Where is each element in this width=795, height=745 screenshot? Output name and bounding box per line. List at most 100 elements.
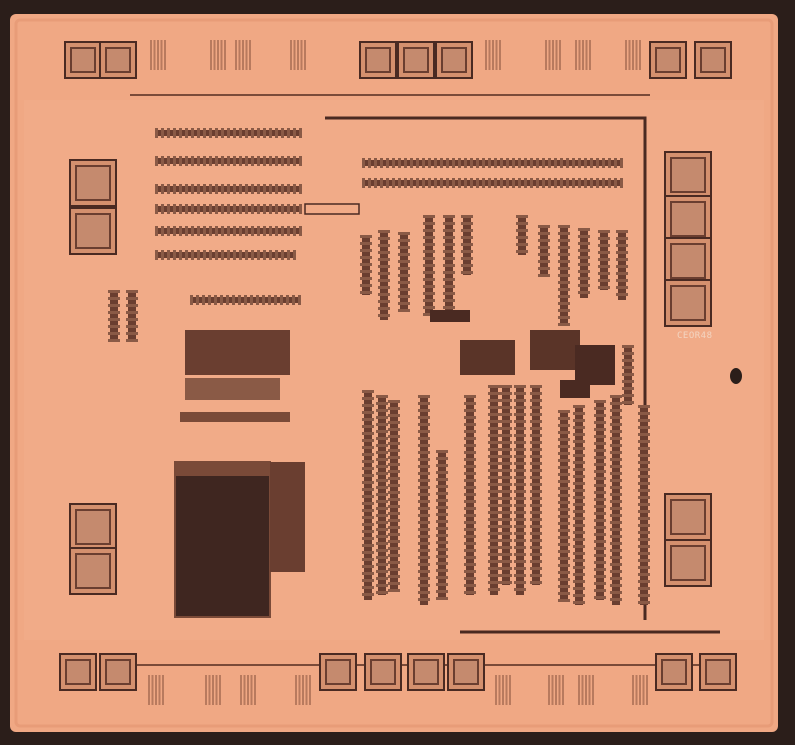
cell-tick bbox=[161, 226, 164, 236]
column-cell bbox=[423, 313, 435, 316]
cell-tick bbox=[275, 250, 278, 260]
cell-tick bbox=[227, 184, 230, 194]
column-cell bbox=[610, 556, 622, 559]
column-cell bbox=[573, 566, 585, 569]
cell-tick bbox=[275, 156, 278, 166]
column-cell bbox=[360, 242, 372, 245]
cell-tick bbox=[584, 178, 587, 188]
column-cell bbox=[530, 455, 542, 458]
cell-tick bbox=[506, 178, 509, 188]
column-cell bbox=[573, 482, 585, 485]
cell-tick bbox=[185, 250, 188, 260]
column-cell bbox=[616, 272, 628, 275]
cell-tick bbox=[161, 128, 164, 138]
cell-tick bbox=[185, 156, 188, 166]
column-cell bbox=[488, 567, 500, 570]
column-cell bbox=[443, 271, 455, 274]
esd-ladder-bar bbox=[220, 40, 223, 70]
column-cell bbox=[376, 584, 388, 587]
cell-tick bbox=[197, 156, 200, 166]
column-cell bbox=[436, 485, 448, 488]
column-cell bbox=[464, 472, 476, 475]
column-cell bbox=[622, 401, 634, 404]
column-cell bbox=[362, 572, 374, 575]
cell-tick bbox=[524, 178, 527, 188]
column-cell bbox=[378, 251, 390, 254]
column-cell bbox=[530, 490, 542, 493]
column-cell bbox=[638, 419, 650, 422]
cell-tick bbox=[214, 295, 217, 305]
column-cell bbox=[388, 428, 400, 431]
cell-tick bbox=[250, 295, 253, 305]
column-cell bbox=[108, 311, 120, 314]
column-cell bbox=[594, 477, 606, 480]
column-cell bbox=[126, 318, 138, 321]
cell-tick bbox=[155, 226, 158, 236]
column-cell bbox=[378, 258, 390, 261]
logic-column bbox=[518, 215, 526, 255]
cell-tick bbox=[221, 204, 224, 214]
column-cell bbox=[558, 473, 570, 476]
cell-tick bbox=[221, 250, 224, 260]
column-cell bbox=[464, 430, 476, 433]
column-cell bbox=[362, 467, 374, 470]
column-cell bbox=[638, 405, 650, 408]
column-cell bbox=[464, 493, 476, 496]
column-cell bbox=[594, 414, 606, 417]
cell-tick bbox=[173, 250, 176, 260]
column-cell bbox=[464, 437, 476, 440]
column-cell bbox=[418, 591, 430, 594]
column-cell bbox=[388, 554, 400, 557]
column-cell bbox=[573, 552, 585, 555]
cell-tick bbox=[203, 226, 206, 236]
column-cell bbox=[418, 598, 430, 601]
column-cell bbox=[573, 496, 585, 499]
cell-tick bbox=[494, 158, 497, 168]
column-cell bbox=[500, 553, 512, 556]
column-cell bbox=[616, 265, 628, 268]
esd-ladder-bar bbox=[625, 40, 627, 70]
cell-tick bbox=[263, 250, 266, 260]
column-cell bbox=[362, 586, 374, 589]
cell-tick bbox=[524, 158, 527, 168]
cell-tick bbox=[476, 178, 479, 188]
cell-tick bbox=[287, 204, 290, 214]
column-cell bbox=[558, 571, 570, 574]
column-cell bbox=[514, 574, 526, 577]
column-cell bbox=[423, 229, 435, 232]
cell-tick bbox=[167, 250, 170, 260]
cell-tick bbox=[215, 184, 218, 194]
column-cell bbox=[362, 404, 374, 407]
column-cell bbox=[488, 420, 500, 423]
column-cell bbox=[488, 539, 500, 542]
bond-pad-inner bbox=[413, 659, 439, 685]
esd-ladder-bar bbox=[215, 675, 218, 705]
column-cell bbox=[610, 458, 622, 461]
cell-tick bbox=[572, 178, 575, 188]
esd-ladder-bar bbox=[632, 675, 634, 705]
column-cell bbox=[436, 562, 448, 565]
esd-ladder-bar bbox=[495, 675, 497, 705]
column-cell bbox=[362, 537, 374, 540]
cell-tick bbox=[263, 128, 266, 138]
cell-tick bbox=[286, 295, 289, 305]
column-cell bbox=[616, 279, 628, 282]
column-cell bbox=[530, 546, 542, 549]
cell-tick bbox=[251, 250, 254, 260]
cell-tick bbox=[422, 158, 425, 168]
cell-tick bbox=[398, 178, 401, 188]
cell-tick bbox=[280, 295, 283, 305]
column-cell bbox=[388, 449, 400, 452]
cell-tick bbox=[167, 226, 170, 236]
column-cell bbox=[573, 419, 585, 422]
logic-column bbox=[110, 290, 118, 340]
cell-tick bbox=[518, 158, 521, 168]
column-cell bbox=[530, 483, 542, 486]
cell-tick bbox=[446, 178, 449, 188]
column-cell bbox=[488, 511, 500, 514]
column-cell bbox=[423, 306, 435, 309]
esd-ladder-bar bbox=[582, 40, 584, 70]
column-cell bbox=[461, 250, 473, 253]
cell-tick bbox=[299, 156, 302, 166]
column-cell bbox=[538, 246, 550, 249]
